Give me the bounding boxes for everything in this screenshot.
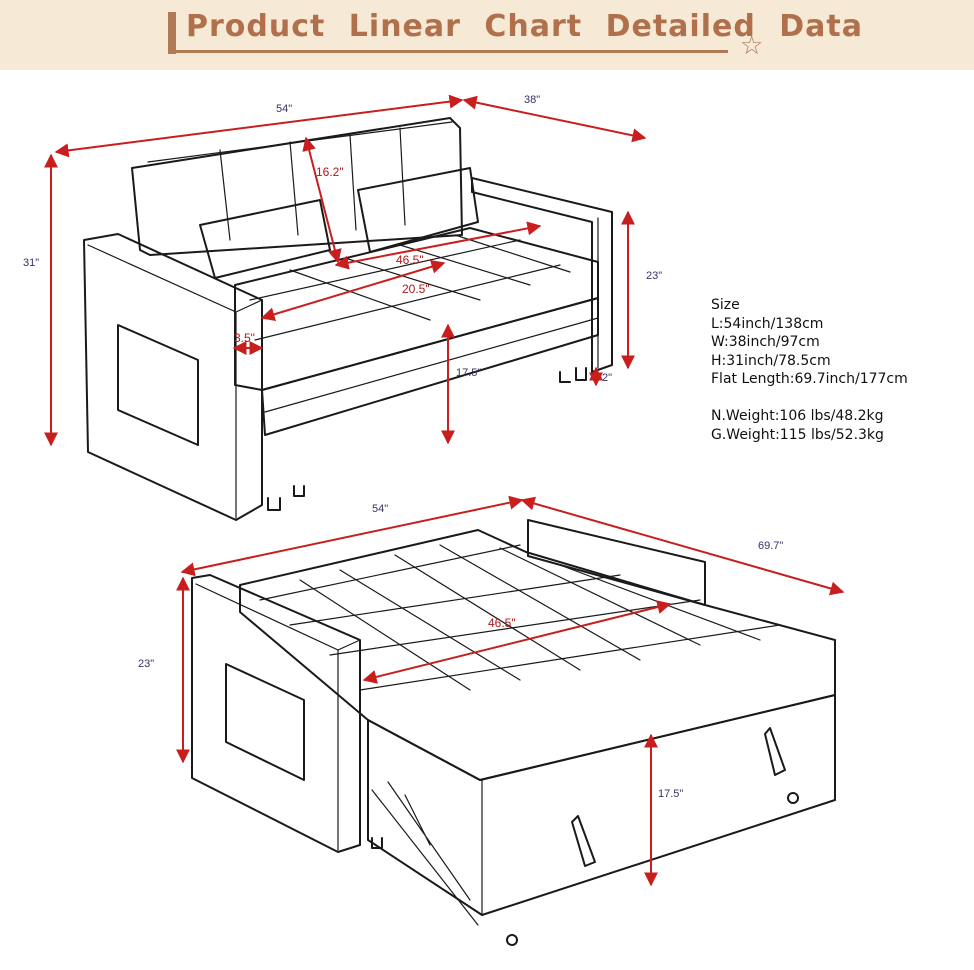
spec-gap bbox=[711, 389, 908, 407]
spec-length: L:54inch/138cm bbox=[711, 315, 824, 332]
banner-title: Product Linear Chart Detailed Data bbox=[186, 9, 863, 44]
banner-accent-bar bbox=[168, 12, 176, 54]
bed-length-label: 69.7" bbox=[758, 540, 783, 552]
sofa-width-label: 54" bbox=[276, 103, 292, 115]
spec-height: H:31inch/78.5cm bbox=[711, 352, 831, 369]
bed-surface-height-label: 17.5" bbox=[658, 788, 683, 800]
bed-height-label: 23" bbox=[138, 658, 154, 670]
sofa-depth-label: 38" bbox=[524, 94, 540, 106]
sofa-height-label: 31" bbox=[23, 257, 39, 269]
title-banner: Product Linear Chart Detailed Data ☆ bbox=[0, 0, 974, 70]
seat-height-label: 17.5" bbox=[456, 367, 481, 379]
spec-list: Size L:54inch/138cm W:38inch/97cm H:31in… bbox=[711, 296, 908, 444]
spec-heading: Size bbox=[711, 297, 740, 313]
bed-dimension-lines bbox=[176, 495, 845, 887]
star-icon: ☆ bbox=[740, 30, 764, 60]
sofa-arm-height-label: 23" bbox=[646, 270, 662, 282]
seat-width-label: 46.5" bbox=[396, 253, 424, 267]
banner-underline bbox=[176, 50, 728, 53]
leg-height-label: 2" bbox=[602, 372, 612, 384]
seat-depth-label: 20.5" bbox=[402, 282, 430, 296]
sleep-width-label: 46.5" bbox=[488, 616, 516, 630]
bed-dimension-labels: 54" 69.7" 23" 46.5" 17.5" bbox=[138, 503, 783, 800]
spec-width: W:38inch/97cm bbox=[711, 334, 820, 351]
sofa-illustration bbox=[83, 117, 613, 521]
back-cushion-label: 16.2" bbox=[316, 165, 344, 179]
spec-net-weight: N.Weight:106 lbs/48.2kg bbox=[711, 407, 884, 424]
spec-flat-length: Flat Length:69.7inch/177cm bbox=[711, 371, 908, 388]
arm-width-label: 3.5" bbox=[234, 331, 255, 345]
sofa-dimension-lines bbox=[44, 94, 647, 447]
bed-width-label: 54" bbox=[372, 503, 388, 515]
spec-gross-weight: G.Weight:115 lbs/52.3kg bbox=[711, 426, 884, 443]
bed-illustration bbox=[191, 519, 836, 946]
sofa-dimension-labels: 54" 38" 31" 23" 16.2" 46.5" 20.5" 3.5" 1… bbox=[23, 94, 662, 384]
